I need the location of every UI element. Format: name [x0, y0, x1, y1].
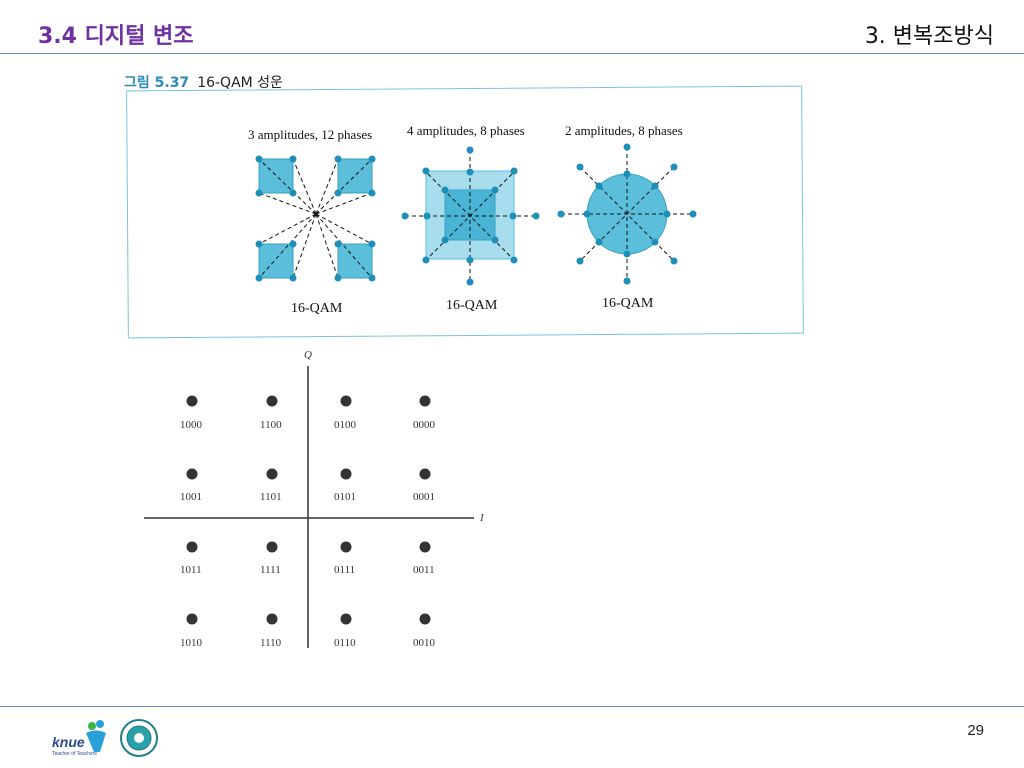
i-axis-label: I	[480, 512, 484, 524]
knue-logo-subtext: Teacher of Teachers	[52, 751, 97, 757]
bit-label: 1011	[180, 564, 202, 576]
bit-label: 0010	[413, 637, 435, 649]
header-divider	[0, 53, 1024, 54]
diagram-1-label: 16-QAM	[291, 301, 343, 316]
qam-square	[337, 243, 373, 279]
footer-divider	[0, 706, 1024, 707]
constellation-points	[186, 395, 431, 625]
bit-label: 0001	[413, 491, 435, 503]
figure-number: 그림 5.37	[124, 75, 190, 91]
diagram-3-heading: 2 amplitudes, 8 phases	[565, 123, 683, 138]
knue-logo-icon	[86, 720, 106, 752]
figure-caption: 그림 5.37 16-QAM 성운	[124, 72, 283, 92]
bit-label: 1000	[180, 419, 202, 431]
bit-label: 1111	[260, 564, 281, 576]
section-title: 3.4 디지털 변조	[38, 24, 194, 49]
bit-label: 1010	[180, 637, 202, 649]
bit-label: 1110	[260, 637, 282, 649]
figure-caption-text: 16-QAM 성운	[197, 75, 283, 91]
bit-label: 0000	[413, 419, 435, 431]
knue-logo-text: knue	[52, 734, 85, 750]
bit-label: 0011	[413, 564, 435, 576]
q-axis-label: Q	[304, 349, 312, 361]
diagram-2-label: 16-QAM	[446, 298, 498, 313]
bit-label: 0110	[334, 637, 356, 649]
bit-label: 0100	[334, 419, 356, 431]
page-number: 29	[967, 722, 984, 739]
university-seal-icon	[120, 719, 158, 757]
diagram-1-heading: 3 amplitudes, 12 phases	[248, 127, 373, 142]
diagram-2-heading: 4 amplitudes, 8 phases	[407, 123, 525, 138]
bit-label: 1100	[260, 419, 282, 431]
bit-label: 1101	[260, 491, 282, 503]
chapter-title: 3. 변복조방식	[864, 24, 994, 49]
bit-label: 0101	[334, 491, 356, 503]
bit-label: 1001	[180, 491, 202, 503]
bit-label: 0111	[334, 564, 356, 576]
diagram-3-label: 16-QAM	[602, 296, 654, 311]
